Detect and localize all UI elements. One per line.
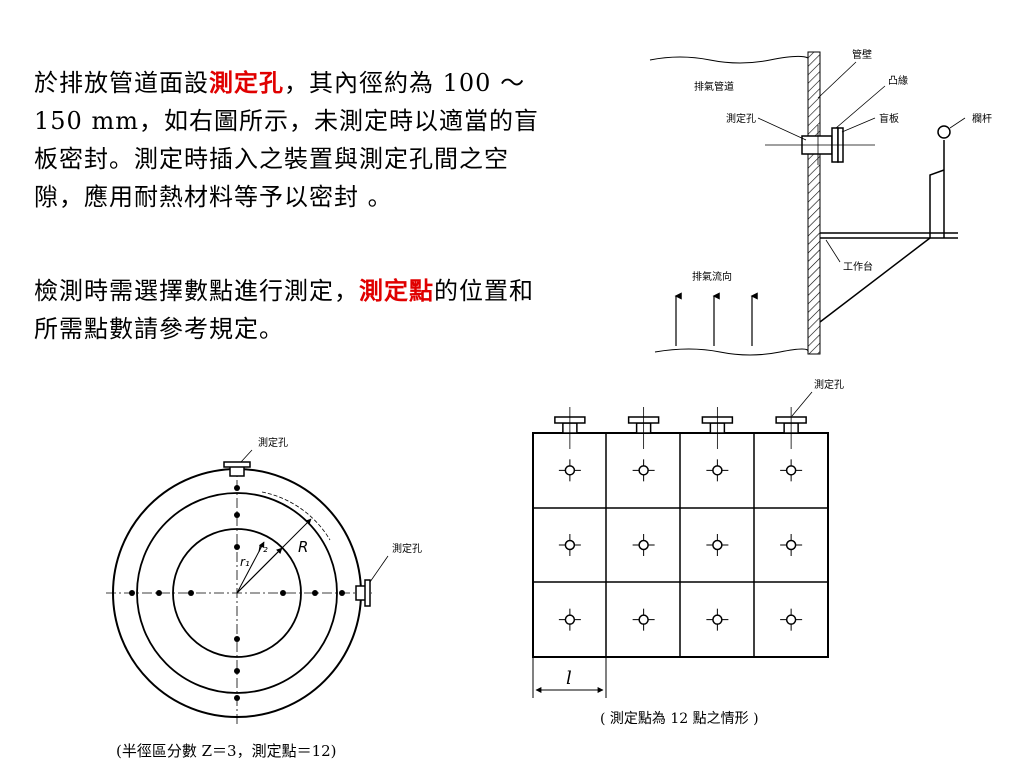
- label-hole-top: 測定孔: [258, 436, 288, 449]
- grid-point: [706, 608, 729, 631]
- grid-point: [706, 534, 729, 556]
- grid-hole: [775, 407, 807, 449]
- grid-point: [632, 459, 655, 482]
- paragraph-measurement-hole: 於排放管道面設測定孔，其內徑約為 100 ～ 150 mm，如右圖所示，未測定時…: [34, 64, 554, 216]
- label-hole-grid: 測定孔: [814, 378, 844, 391]
- grid-hole: [627, 407, 660, 449]
- para2-text-a: 檢測時需選擇數點進行測定，: [34, 277, 359, 305]
- grid-measurement-points: [558, 459, 803, 631]
- grid-hole: [554, 407, 586, 449]
- label-hole: 測定孔: [726, 112, 756, 125]
- circle-caption: (半徑區分數 Z＝3，測定點＝12): [116, 742, 337, 760]
- paragraph-measurement-points: 檢測時需選擇數點進行測定，測定點的位置和所需點數請參考規定。: [34, 272, 554, 348]
- grid-point: [780, 459, 803, 482]
- grid-holes: [554, 407, 807, 449]
- label-platform: 工作台: [843, 260, 873, 273]
- label-r2: r₂: [258, 541, 268, 555]
- grid-point: [780, 534, 803, 556]
- label-flange: 凸緣: [888, 74, 908, 87]
- label-hole-right: 測定孔: [392, 542, 422, 555]
- label-duct: 排氣管道: [694, 80, 734, 93]
- grid-caption: ( 測定點為 12 點之情形 ): [600, 711, 759, 727]
- grid-point: [558, 534, 581, 556]
- highlight-measurement-hole: 測定孔: [209, 68, 284, 97]
- label-railing: 欄杆: [972, 112, 992, 125]
- para1-text-b: ，其內徑約為 100 ～ 150 mm，如右圖所示，未測定時以適當的盲板密封。測…: [34, 69, 539, 211]
- para2-text-b: 的位置和所需點數請參考規定。: [34, 277, 534, 343]
- label-r1: r₁: [240, 555, 250, 569]
- label-l: l: [566, 668, 572, 689]
- circular-duct-diagram: R r₂ r₁ 測定孔 測定孔: [106, 436, 422, 726]
- grid-lines: [533, 433, 828, 657]
- label-flow: 排氣流向: [692, 270, 732, 283]
- para1-text-a: 於排放管道面設: [34, 69, 209, 97]
- grid-point: [558, 459, 581, 482]
- label-wall: 管壁: [852, 48, 872, 61]
- rectangular-duct-diagram: l 測定孔: [532, 378, 844, 698]
- grid-point: [632, 534, 655, 556]
- grid-point: [632, 608, 655, 631]
- grid-point: [558, 608, 581, 631]
- duct-side-diagram: 排氣管道 管壁 凸緣 測定孔 盲板 欄杆 工作台 排氣流向: [649, 48, 992, 356]
- railing-ball: [937, 125, 951, 139]
- highlight-measurement-points: 測定點: [359, 276, 434, 305]
- label-blind-plate: 盲板: [879, 112, 899, 125]
- duct-wall: [807, 51, 821, 355]
- grid-point: [780, 608, 803, 631]
- grid-hole: [701, 407, 734, 449]
- grid-point: [706, 459, 729, 482]
- measurement-points: [129, 485, 345, 701]
- label-R: R: [298, 538, 308, 556]
